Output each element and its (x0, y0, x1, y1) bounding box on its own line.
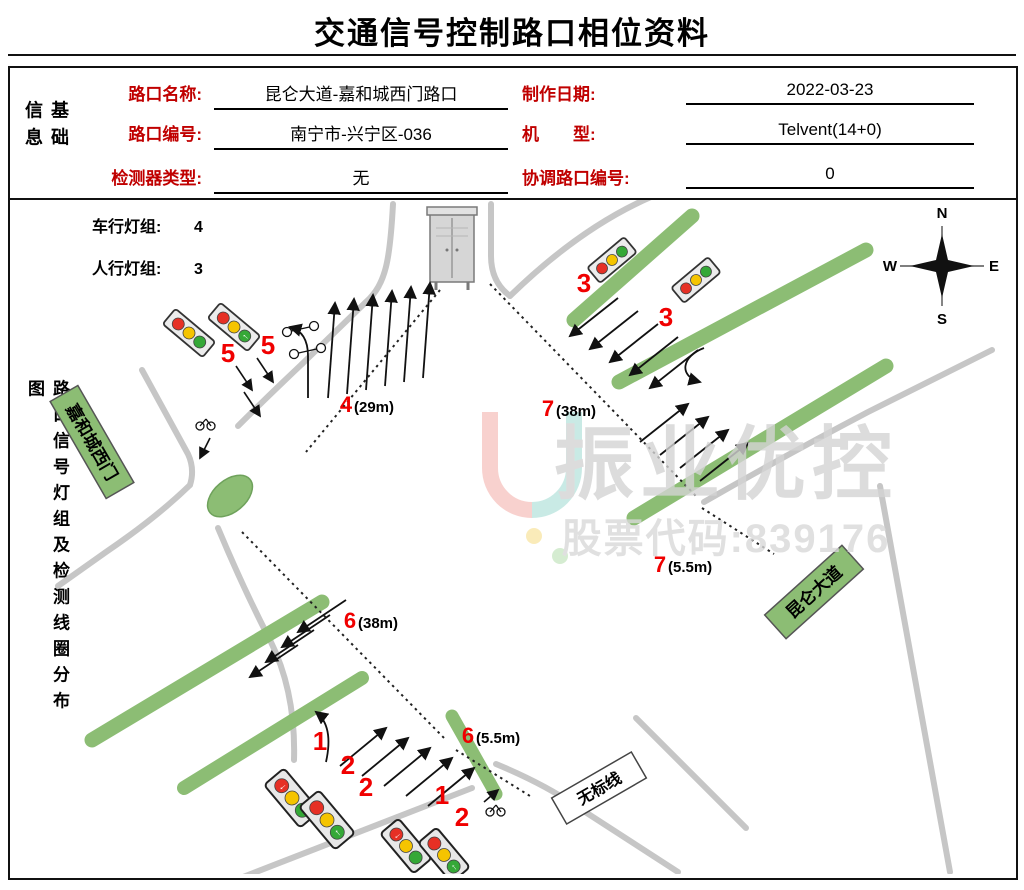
intersection-code-label: 路口编号: (128, 125, 202, 144)
detector-type-value: 无 (214, 164, 508, 194)
create-date-label: 制作日期: (522, 85, 596, 104)
traffic-light-northeast-2 (671, 257, 721, 303)
signal-pointer-arrows-west (235, 357, 274, 418)
intersection-name-label: 路口名称: (128, 85, 202, 104)
svg-text:↑: ↑ (332, 827, 343, 839)
signal-cabinet (426, 206, 478, 290)
compass: N S W E (883, 205, 999, 328)
phase-numbers: 5 5 3 3 1 2 2 1 2 (221, 268, 673, 832)
median-strip-ne-upper (611, 242, 874, 390)
detector-6b-distance: (5.5m) (476, 730, 520, 747)
detector-6b-phase: 6 (462, 723, 474, 748)
phase-number-1a: 1 (313, 726, 327, 756)
coordinated-code-value: 0 (686, 164, 974, 189)
detector-6a-phase: 6 (344, 608, 356, 633)
controller-model-value: Telvent(14+0) (686, 120, 974, 145)
vehicle-light-group-label: 车行灯组: (92, 217, 161, 236)
intersection-code-value: 南宁市-兴宁区-036 (214, 120, 508, 150)
controller-model-label: 机 型: (522, 125, 596, 144)
diagram-section-label: 路口信号灯组及检测线圈分布图 (25, 379, 69, 718)
detector-7a-phase: 7 (542, 396, 554, 421)
detector-line-6a (241, 531, 447, 741)
place-label-gate: 嘉和城西门 (49, 384, 135, 500)
intersection-diagram: 嘉和城西门 昆仑大道 无标线 N S W (44, 191, 1024, 890)
loop-detector-symbols-north (281, 320, 327, 360)
diagram-section: 路口信号灯组及检测线圈分布图 (8, 191, 1018, 890)
detector-line-7b (701, 507, 775, 555)
watermark-logo (482, 412, 533, 518)
intersection-name-value: 昆仑大道-嘉和城西门路口 (214, 80, 508, 110)
green-medians (84, 208, 894, 801)
detector-lines (241, 283, 775, 797)
median-strip-south-nose (445, 709, 503, 801)
traffic-light-south-2b: ↑ (418, 828, 470, 882)
create-date-value: 2022-03-23 (686, 80, 974, 105)
phase-number-3b: 3 (659, 302, 673, 332)
lane-arrows-northeast-outbound (639, 402, 750, 482)
pedestrian-light-group-value: 3 (194, 261, 203, 278)
detector-line-4 (305, 289, 441, 453)
phase-number-5b: 5 (261, 330, 275, 360)
compass-west-label: W (883, 258, 898, 275)
left-turn-arrow (314, 710, 330, 763)
compass-east-label: E (989, 258, 999, 275)
bicycle-icon-west (195, 418, 216, 460)
traffic-light-west-1 (162, 308, 216, 358)
left-turn-arrow (288, 323, 309, 398)
lane-arrows-southwest-outbound (248, 599, 347, 679)
page-title: 交通信号控制路口相位资料 (314, 16, 710, 51)
median-strip-sw-lower (177, 671, 369, 795)
traffic-island (206, 474, 254, 518)
u-turn-arrow (684, 347, 705, 386)
watermark-brand-text: 振业优控 (554, 420, 898, 509)
watermark-stock-text: 股票代码:839176 (562, 517, 891, 561)
detector-line-6b (455, 749, 531, 797)
phase-number-2b: 2 (359, 772, 373, 802)
svg-text:↑: ↑ (449, 862, 459, 873)
coordinated-code-label: 协调路口编号: (522, 169, 630, 188)
svg-text:↑: ↑ (240, 331, 251, 341)
phase-number-2a: 2 (341, 750, 355, 780)
basic-info-section-label: 基础信息 (23, 100, 69, 155)
traffic-light-south-1b: ↑ (299, 790, 355, 850)
phase-number-2c: 2 (455, 802, 469, 832)
traffic-light-northeast-1 (587, 237, 637, 283)
median-strip-ne-inner (566, 208, 700, 328)
median-strip-ne-lower (626, 358, 894, 526)
traffic-light-south-2a: ← (380, 819, 432, 873)
light-group-counts: 车行灯组: 4 人行灯组: 3 (92, 217, 203, 278)
phase-number-1b: 1 (435, 780, 449, 810)
detector-type-label: 检测器类型: (111, 169, 202, 188)
lane-arrows-northeast-inbound (568, 297, 705, 390)
lane-arrows-north-outbound (288, 280, 436, 399)
title-underline (8, 54, 1016, 56)
phase-number-5a: 5 (221, 338, 235, 368)
place-label-avenue: 昆仑大道 (763, 544, 865, 640)
vehicle-light-group-value: 4 (194, 219, 203, 236)
detector-7b-distance: (5.5m) (668, 559, 712, 576)
detector-7b-phase: 7 (654, 552, 666, 577)
watermark: 振业优控 股票代码:839176 (482, 412, 898, 564)
detector-7a-distance: (38m) (556, 403, 596, 420)
basic-info-section: 基础信息 路口名称: 昆仑大道-嘉和城西门路口 制作日期: 2022-03-23… (8, 66, 1018, 200)
detector-4-distance: (29m) (354, 399, 394, 416)
pedestrian-light-group-label: 人行灯组: (92, 259, 161, 278)
phase-number-3a: 3 (577, 268, 591, 298)
place-label-no-marking: 无标线 (550, 750, 648, 826)
compass-south-label: S (937, 311, 947, 328)
detector-labels: 4 (29m) 7 (38m) 7 (5.5m) 6 (38m) 6 (5.5m… (340, 392, 712, 748)
bicycle-icon-south (483, 788, 506, 817)
detector-4-phase: 4 (340, 392, 353, 417)
detector-6a-distance: (38m) (358, 615, 398, 632)
median-strip-sw-upper (84, 594, 330, 748)
compass-north-label: N (937, 205, 948, 222)
traffic-light-west-2: ↑ (207, 302, 261, 352)
lane-arrows-south-inbound (314, 710, 476, 807)
compass-rose (910, 234, 974, 298)
